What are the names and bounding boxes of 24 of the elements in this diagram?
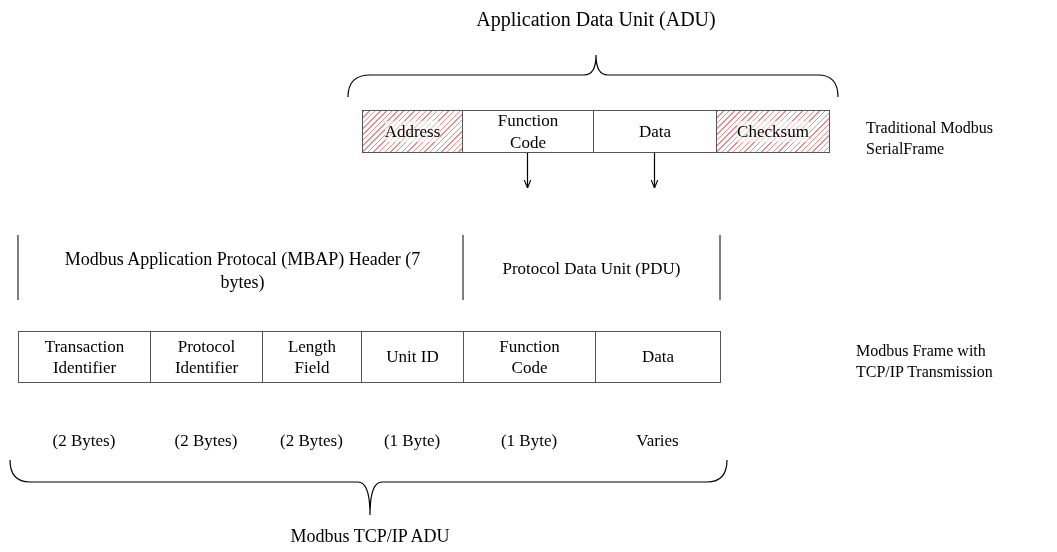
text-label: Application Data Unit (ADU) <box>475 7 717 32</box>
frame-field-cell: Data <box>593 110 717 153</box>
text-label: (1 Byte) <box>382 430 442 452</box>
frame-field-cell: Checksum <box>716 110 830 153</box>
arrow <box>523 152 532 189</box>
arrow <box>650 152 659 189</box>
text-label: Protocol Data Unit (PDU) <box>501 258 682 280</box>
text-label: Varies <box>635 430 680 452</box>
text-label: (2 Bytes) <box>279 430 344 452</box>
text-label: Modbus TCP/IP ADU <box>289 525 451 548</box>
frame-field-cell: Transaction Identifier <box>18 331 151 383</box>
text-label: Modbus Frame with TCP/IP Transmission <box>856 341 994 382</box>
text-label: Modbus Application Protocal (MBAP) Header (7 bytes) <box>63 248 422 295</box>
frame-field-cell: Protocol Identifier <box>150 331 263 383</box>
frame-field-cell: Data <box>595 331 721 383</box>
text-label: (2 Bytes) <box>51 430 117 452</box>
text-label: (1 Byte) <box>499 430 559 452</box>
frame-field-cell: Address <box>362 110 463 153</box>
frame-field-cell: Unit ID <box>361 331 464 383</box>
text-label: (2 Bytes) <box>173 430 239 452</box>
frame-field-cell: Function Code <box>463 331 596 383</box>
frame-field-cell: Length Field <box>262 331 362 383</box>
text-label: Traditional Modbus SerialFrame <box>866 118 994 159</box>
frame-field-cell: Function Code <box>462 110 594 153</box>
